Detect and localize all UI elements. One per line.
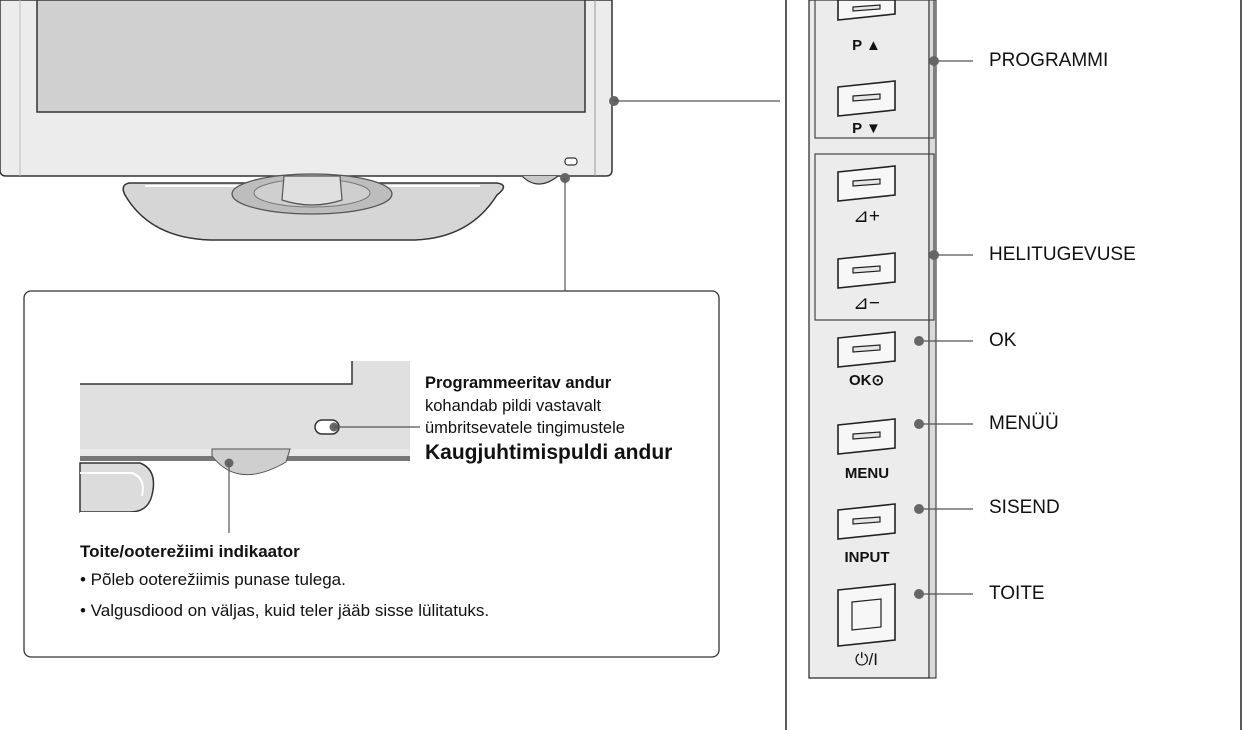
button-label-menu: MENU xyxy=(844,465,890,482)
sensor-description-line-1: kohandab pildi vastavalt xyxy=(425,397,602,415)
button-label-volume-down: ⊿− xyxy=(852,293,880,314)
side-button-panel xyxy=(808,0,973,679)
button-label-program-up: P ▲ xyxy=(852,37,881,54)
button-label-program-down: P ▼ xyxy=(852,120,881,137)
callout-ok: OK xyxy=(989,330,1017,351)
tv-illustration xyxy=(0,0,613,241)
detail-zoom xyxy=(79,361,412,520)
indicator-item-1: • Põleb ooterežiimis punase tulega. xyxy=(80,570,346,589)
indicator-title: Toite/ooterežiimi indikaator xyxy=(80,542,300,561)
button-label-input: INPUT xyxy=(844,549,890,566)
sensor-title: Programmeeritav andur xyxy=(425,374,612,392)
button-label-volume-up: ⊿+ xyxy=(852,206,880,227)
callout-sisend: SISEND xyxy=(989,497,1060,518)
sensor-description-line-2: ümbritsevatele tingimustele xyxy=(425,419,625,437)
button-label-ok: OK⊙ xyxy=(848,372,885,389)
callout-toite: TOITE xyxy=(989,583,1045,604)
remote-sensor-label: Kaugjuhtimispuldi andur xyxy=(425,441,673,464)
callout-programmi: PROGRAMMI xyxy=(989,50,1109,71)
callout-menuu: MENÜÜ xyxy=(989,413,1059,434)
button-label-power: ⏻/I xyxy=(855,650,878,669)
callout-helitugevuse: HELITUGEVUSE xyxy=(989,244,1136,265)
indicator-item-2: • Valgusdiood on väljas, kuid teler jääb… xyxy=(80,601,490,620)
